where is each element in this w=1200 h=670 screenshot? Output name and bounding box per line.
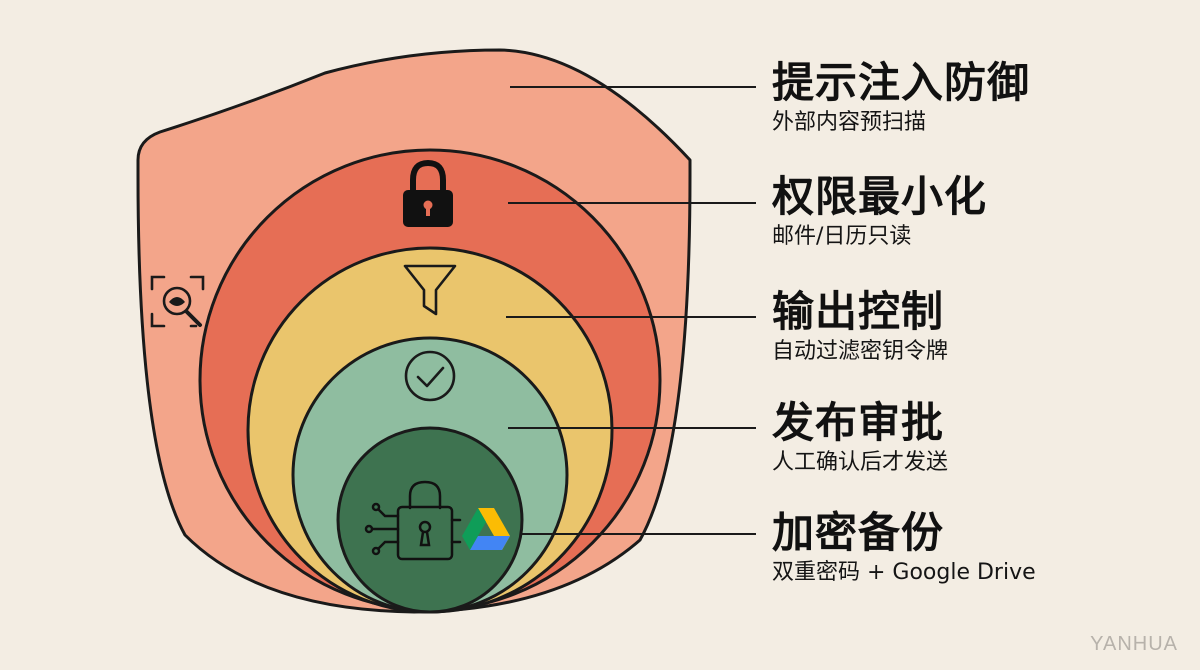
layer-label-release-approval: 发布审批 人工确认后才发送 [772,398,948,478]
layer-title: 发布审批 [772,398,945,447]
layer-title: 权限最小化 [772,172,988,221]
scan-search-icon [150,275,205,328]
circle-backup-layer [336,426,524,614]
layer-title: 提示注入防御 [772,58,1031,107]
padlock-icon [403,159,453,227]
layer-title: 加密备份 [772,508,945,557]
check-circle-icon [404,350,456,402]
layer-subtitle: 自动过滤密钥令牌 [772,339,949,364]
layer-label-least-privilege: 权限最小化 邮件/日历只读 [772,172,987,252]
layer-subtitle: 外部内容预扫描 [772,110,927,135]
layer-label-output-control: 输出控制 自动过滤密钥令牌 [772,287,948,367]
digital-lock-icon [364,480,462,561]
layer-subtitle: 人工确认后才发送 [772,450,949,475]
layer-subtitle: 双重密码 + Google Drive [772,560,1036,585]
layer-title: 输出控制 [772,287,945,336]
google-drive-icon [462,508,510,550]
watermark: YANHUA [1090,633,1178,655]
layer-subtitle: 邮件/日历只读 [772,224,912,249]
layer-label-prompt-injection: 提示注入防御 外部内容预扫描 [772,58,1030,138]
funnel-filter-icon [403,264,457,316]
layer-label-encrypted-backup: 加密备份 双重密码 + Google Drive [772,508,1036,588]
